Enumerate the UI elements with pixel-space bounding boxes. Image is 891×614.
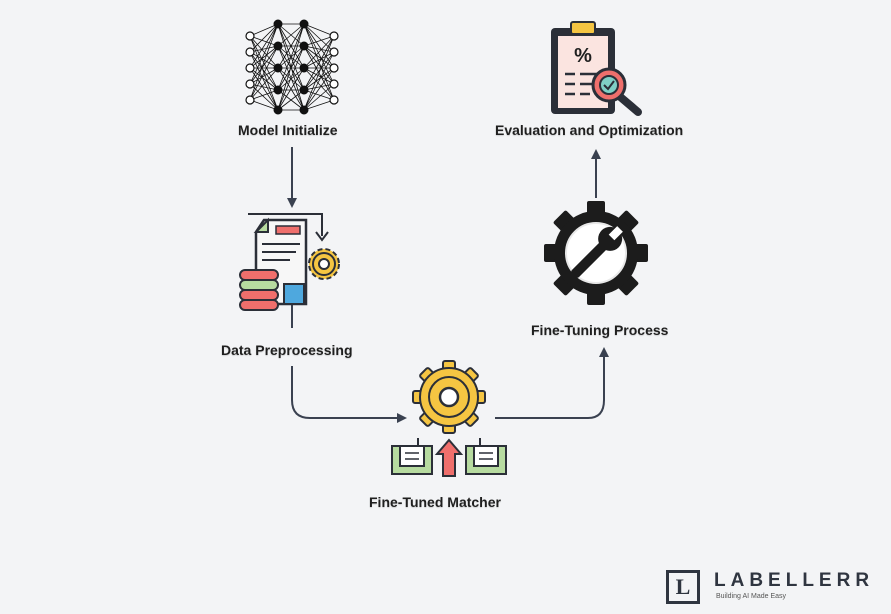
svg-text:%: % — [574, 45, 592, 67]
node-label-fine-tuned-matcher: Fine-Tuned Matcher — [369, 494, 501, 510]
logo-tagline: Building AI Made Easy — [716, 593, 787, 600]
node-label-evaluation: Evaluation and Optimization — [495, 122, 684, 138]
logo-mark: L — [666, 570, 700, 604]
document-database-gear-icon — [239, 213, 340, 311]
node-label-model-initialize: Model Initialize — [238, 122, 338, 138]
clipboard-magnifier-icon: % — [551, 21, 642, 116]
gear-wrench-icon — [544, 201, 648, 305]
connector-arrows — [287, 147, 609, 423]
node-label-data-preprocessing: Data Preprocessing — [221, 342, 353, 358]
neural-network-icon — [245, 19, 339, 115]
arrow-data-to-matcher — [291, 366, 407, 423]
arrow-matcher-to-finetuning — [495, 347, 609, 419]
node-label-fine-tuning-process: Fine-Tuning Process — [531, 322, 669, 338]
logo-name: LABELLERR — [714, 570, 875, 591]
gear-books-arrow-icon — [391, 360, 507, 477]
